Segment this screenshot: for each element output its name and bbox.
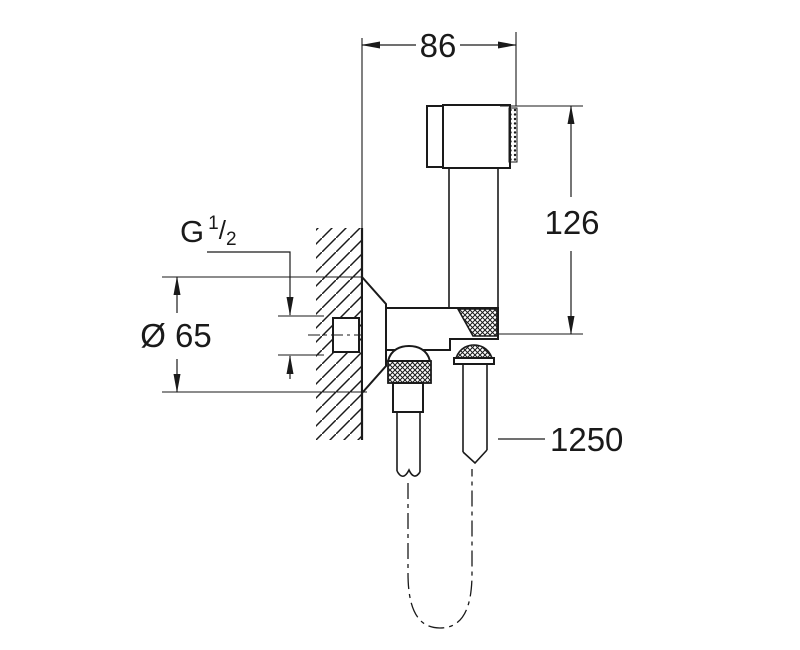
wall-section <box>316 38 364 440</box>
spray-head <box>426 104 518 169</box>
outlet-knurl-band <box>387 360 432 384</box>
hose-connection <box>453 344 495 465</box>
dim-diameter-65: Ø 65 <box>140 276 367 393</box>
hose-flange <box>453 357 495 365</box>
outlet-assembly <box>386 344 432 478</box>
handle <box>446 150 500 308</box>
handle-tube <box>448 166 499 308</box>
dim-126-label: 126 <box>544 204 599 241</box>
spray-head-cap <box>426 105 444 168</box>
escutcheon <box>361 274 387 396</box>
hose-length-label: 1250 <box>550 421 623 458</box>
tube-break-line <box>396 468 421 478</box>
thread-denominator: 2 <box>226 229 237 250</box>
hose-connector <box>392 382 424 413</box>
dim-86-label: 86 <box>420 27 457 64</box>
spray-face <box>508 107 518 163</box>
thread-g: G <box>180 214 204 249</box>
hose-end-cut <box>462 449 488 465</box>
dim-86: 86 <box>361 27 517 106</box>
spray-head-body <box>442 104 511 169</box>
hose-dome-nut <box>454 344 494 359</box>
supply-tube <box>396 412 421 472</box>
outlet-dome-nut <box>386 344 432 362</box>
hose-length-callout: 1250 <box>498 421 623 458</box>
hose-tube <box>462 364 488 452</box>
thread-numerator: 1 <box>208 213 219 234</box>
dim-65-label: Ø 65 <box>140 317 212 354</box>
handle-knurled-nut <box>456 308 498 337</box>
thread-slash: / <box>219 215 227 245</box>
thread-leader <box>207 251 294 316</box>
hose-phantom-loop <box>407 469 473 629</box>
dim-126: 126 <box>497 105 600 335</box>
